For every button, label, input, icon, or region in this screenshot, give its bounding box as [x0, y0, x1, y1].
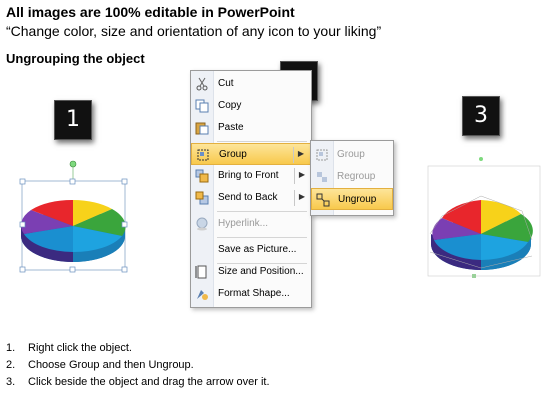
- paste-icon: [195, 122, 209, 135]
- menu-item-save-as-picture[interactable]: Save as Picture...: [191, 239, 311, 261]
- send-to-back-icon: [195, 191, 209, 205]
- menu-item-bring-to-front[interactable]: Bring to Front ▶: [191, 165, 311, 187]
- menu-item-send-to-back[interactable]: Send to Back ▶: [191, 187, 311, 209]
- group-icon: [197, 149, 209, 161]
- hyperlink-icon: [196, 217, 208, 231]
- scissors-icon: [196, 77, 208, 91]
- submenu-arrow-icon: ▶: [298, 170, 305, 179]
- format-shape-icon: [197, 290, 208, 300]
- menu-item-label: Hyperlink...: [218, 218, 269, 229]
- menu-item-label: Bring to Front: [218, 170, 279, 181]
- context-menu: Cut Copy Paste Group ▶ Bring to Front ▶ …: [190, 70, 312, 308]
- copy-icon: [195, 99, 209, 113]
- group-icon: [316, 149, 328, 161]
- menu-item-copy[interactable]: Copy: [191, 95, 311, 117]
- submenu-item-label: Ungroup: [338, 194, 377, 205]
- submenu-arrow-icon: ▶: [297, 149, 304, 158]
- instruction-item: 1.Right click the object.: [6, 342, 132, 354]
- submenu-item-group[interactable]: Group: [311, 144, 393, 166]
- group-submenu: Group Regroup Ungroup: [310, 140, 394, 216]
- pie-3d: [21, 199, 126, 262]
- bring-to-front-icon: [195, 169, 209, 183]
- menu-item-label: Copy: [218, 100, 242, 111]
- menu-item-paste[interactable]: Paste: [191, 117, 311, 139]
- step-3-badge: 3: [462, 96, 500, 136]
- regroup-icon: [317, 172, 327, 182]
- page-title: All images are 100% editable in PowerPoi…: [6, 4, 295, 20]
- menu-item-hyperlink[interactable]: Hyperlink...: [191, 213, 311, 235]
- instruction-item: 3.Click beside the object and drag the a…: [6, 376, 270, 388]
- submenu-item-ungroup[interactable]: Ungroup: [311, 188, 393, 210]
- pie-3d-ungrouped: [431, 200, 533, 270]
- menu-item-label: Paste: [218, 122, 244, 133]
- submenu-item-label: Group: [337, 149, 365, 160]
- pie-chart-ungrouped[interactable]: [422, 156, 548, 284]
- submenu-item-regroup[interactable]: Regroup: [311, 166, 393, 188]
- instruction-item: 2.Choose Group and then Ungroup.: [6, 359, 194, 371]
- page-subtitle: “Change color, size and orientation of a…: [6, 23, 382, 39]
- instruction-list: 1.Right click the object. 2.Choose Group…: [6, 340, 270, 391]
- submenu-arrow-icon: ▶: [298, 192, 305, 201]
- ungroup-icon: [316, 193, 330, 207]
- menu-item-cut[interactable]: Cut: [191, 73, 311, 95]
- section-heading: Ungrouping the object: [6, 51, 145, 66]
- menu-item-label: Size and Position...: [218, 266, 304, 277]
- submenu-item-label: Regroup: [337, 171, 376, 182]
- step-1-badge: 1: [54, 100, 92, 140]
- rotate-handle[interactable]: [69, 160, 77, 168]
- menu-item-label: Group: [219, 149, 247, 160]
- menu-item-size-and-position[interactable]: Size and Position...: [191, 261, 311, 283]
- menu-item-format-shape[interactable]: Format Shape...: [191, 283, 311, 305]
- menu-item-label: Save as Picture...: [218, 244, 297, 255]
- size-position-icon: [195, 265, 207, 279]
- menu-item-label: Cut: [218, 78, 234, 89]
- menu-item-label: Send to Back: [218, 192, 278, 203]
- pie-chart-selected[interactable]: [12, 158, 138, 276]
- menu-item-group[interactable]: Group ▶: [191, 143, 311, 165]
- menu-item-label: Format Shape...: [218, 288, 290, 299]
